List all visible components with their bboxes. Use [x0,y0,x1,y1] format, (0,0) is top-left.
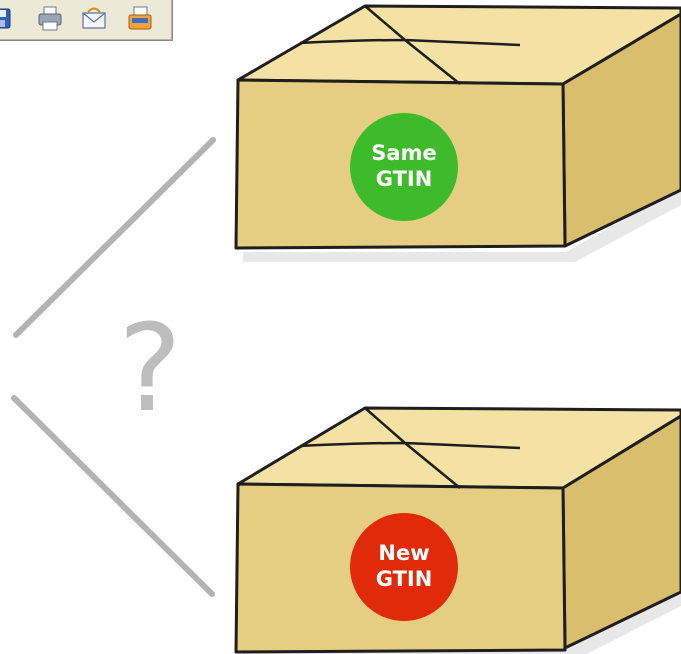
connector-line-lower [11,395,215,597]
bottom-box: New GTIN [234,406,681,654]
top-box-badge-line1: Same [371,141,436,165]
connector-line-upper [13,137,216,338]
question-mark: ? [118,300,182,439]
top-box-badge [350,113,458,221]
save-icon[interactable] [0,4,14,32]
top-box-badge-line2: GTIN [376,167,433,191]
email-icon[interactable] [80,4,108,32]
print-icon[interactable] [36,4,64,32]
bottom-box-badge [350,513,458,621]
top-box: Same GTIN [234,4,681,262]
fax-icon[interactable] [126,4,154,32]
bottom-box-badge-line2: GTIN [376,567,433,591]
bottom-box-badge-line1: New [378,541,429,565]
toolbar [0,0,173,41]
